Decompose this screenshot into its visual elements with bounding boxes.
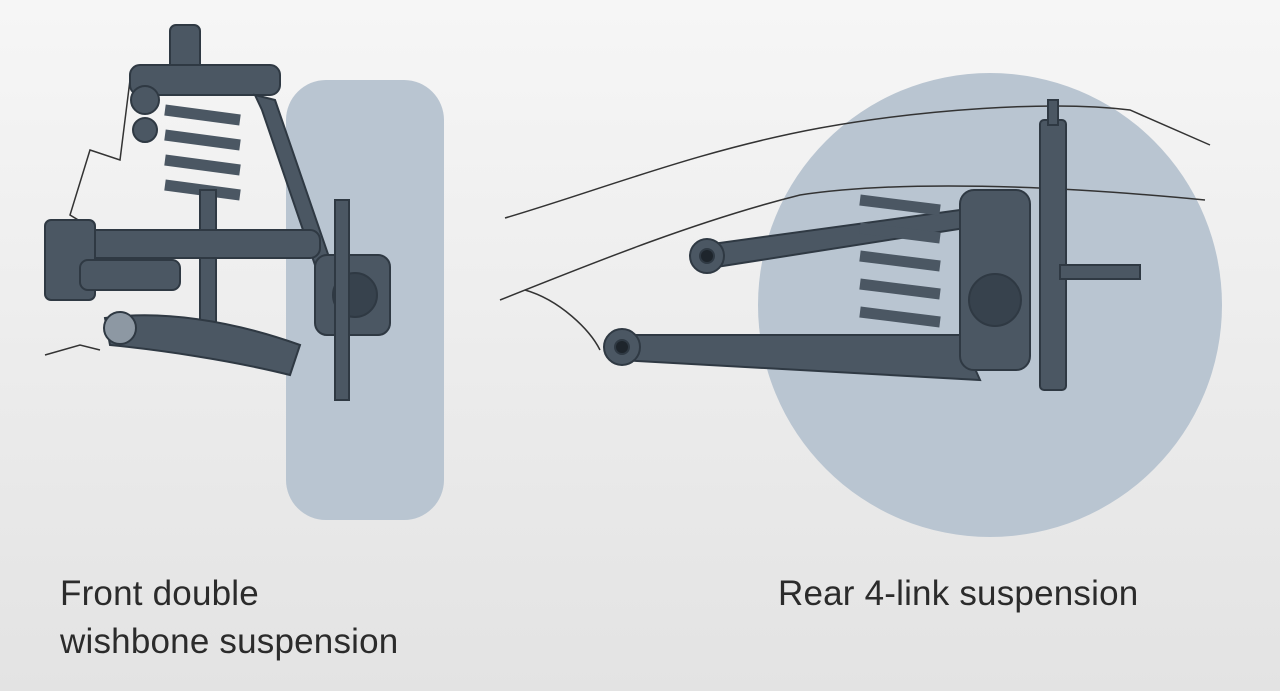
front-coil-spring <box>164 104 241 201</box>
rear-suspension <box>603 99 1141 391</box>
front-lower-wishbone <box>103 314 302 377</box>
front-suspension <box>44 24 391 401</box>
front-suspension-label: Front double wishbone suspension <box>60 570 398 666</box>
front-drive-shaft <box>59 229 321 259</box>
rear-coil-spring <box>859 194 941 328</box>
rear-suspension-label: Rear 4-link suspension <box>778 574 1139 613</box>
front-label-line1: Front double <box>60 574 259 613</box>
front-shock <box>199 189 217 331</box>
front-upper-mount <box>129 64 281 96</box>
rear-shock <box>1039 119 1067 391</box>
front-label-line2: wishbone suspension <box>60 622 399 661</box>
